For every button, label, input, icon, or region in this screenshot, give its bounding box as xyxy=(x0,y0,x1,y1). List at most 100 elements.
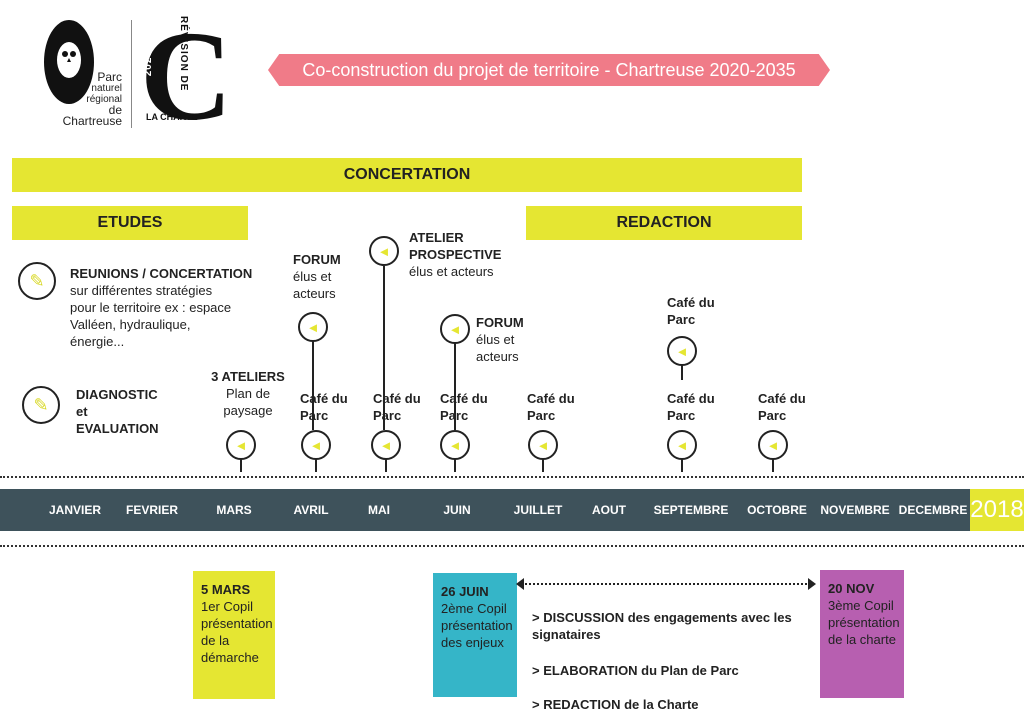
diagnostic-line-2: et xyxy=(76,404,88,419)
copil-2-line-2: présentation xyxy=(441,618,513,633)
logo-line-4: de Chartreuse xyxy=(62,103,122,128)
year-badge: 2018 xyxy=(970,489,1024,531)
timeline-dotted-line-top xyxy=(0,476,1024,478)
phase-etudes-label: ETUDES xyxy=(97,214,163,231)
pin-stem xyxy=(454,342,456,430)
step-redaction: > REDACTION de la Charte xyxy=(532,696,802,713)
month-decembre: DECEMBRE xyxy=(898,503,968,517)
phase-concertation: CONCERTATION xyxy=(12,158,802,192)
workshops-line-2: paysage xyxy=(223,403,273,418)
phase-etudes: ETUDES xyxy=(12,206,248,240)
park-logo-text: Parc naturel régional de Chartreuse xyxy=(58,71,122,128)
megaphone-icon: ◄ xyxy=(667,430,697,460)
step-elaboration: > ELABORATION du Plan de Parc xyxy=(532,662,802,679)
meetings-line-4: énergie... xyxy=(70,334,125,349)
charter-logo-revision: RÉVISION DE xyxy=(178,16,189,92)
cafe-title: Café du xyxy=(300,391,348,406)
megaphone-icon: ◄ xyxy=(758,430,788,460)
pin-stem xyxy=(383,266,385,430)
megaphone-icon: ◄ xyxy=(528,430,558,460)
month-juin: JUIN xyxy=(443,503,471,517)
pin-stem xyxy=(772,458,774,472)
step-discussion-line-1: > DISCUSSION des engagements avec les xyxy=(532,610,792,625)
phase-redaction-label: REDACTION xyxy=(616,214,712,231)
copil-1-line-4: démarche xyxy=(201,650,259,665)
megaphone-icon: ◄ xyxy=(440,314,470,344)
timeline-dotted-line-bottom xyxy=(0,545,1024,547)
month-avril: AVRIL xyxy=(293,503,329,517)
pin-stem xyxy=(454,458,456,472)
cafe-title: Café du xyxy=(527,391,575,406)
month-septembre: SEPTEMBRE xyxy=(653,503,729,517)
megaphone-icon: ◄ xyxy=(301,430,331,460)
cafe-title: Café du xyxy=(440,391,488,406)
pin-stem xyxy=(312,340,314,430)
month-fevrier: FEVRIER xyxy=(125,503,178,517)
copil-1-line-2: présentation xyxy=(201,616,273,631)
diagnostic-line-3: EVALUATION xyxy=(76,421,159,436)
cafe-title: Café du xyxy=(758,391,806,406)
prospective-subtitle: élus et acteurs xyxy=(409,264,494,279)
prospective-workshop-label: ATELIER PROSPECTIVE élus et acteurs xyxy=(409,229,519,280)
forum-2-line-1: élus et xyxy=(476,332,515,347)
step-redaction-text: > REDACTION de la Charte xyxy=(532,697,699,712)
pin-stem xyxy=(315,458,317,472)
meetings-line-1: sur différentes stratégies xyxy=(70,283,213,298)
megaphone-icon: ◄ xyxy=(226,430,256,460)
meetings-title: REUNIONS / CONCERTATION xyxy=(70,266,253,281)
copil-card-3: 20 NOV 3ème Copil présentation de la cha… xyxy=(820,570,904,698)
copil-1-date: 5 MARS xyxy=(201,582,251,597)
forum-1-line-2: acteurs xyxy=(293,286,336,301)
pin-stem xyxy=(681,364,683,380)
logo-separator xyxy=(131,20,132,128)
copil-3-date: 20 NOV xyxy=(828,581,875,596)
prospective-title-2: PROSPECTIVE xyxy=(409,247,502,262)
copil-1-line-1: 1er Copil xyxy=(201,599,254,614)
pin-stem xyxy=(385,458,387,472)
workshops-line-1: Plan de xyxy=(225,386,271,401)
cafe-title: Café du xyxy=(667,391,715,406)
month-mai: MAI xyxy=(368,503,390,517)
month-mars: MARS xyxy=(216,503,252,517)
cafe-label-juillet: Café du Parc xyxy=(527,390,587,424)
forum-1-label: FORUM élus et acteurs xyxy=(293,251,363,302)
copil-card-1: 5 MARS 1er Copil présentation de la déma… xyxy=(193,571,275,699)
forum-2-title: FORUM xyxy=(476,315,524,330)
copil-3-line-3: de la charte xyxy=(828,632,896,647)
phase-redaction: REDACTION xyxy=(526,206,802,240)
step-discussion-line-2: signataires xyxy=(532,627,601,642)
month-juillet: JUILLET xyxy=(513,503,563,517)
cafe-subtitle: Parc xyxy=(527,408,556,423)
page-title-ribbon: Co-construction du projet de territoire … xyxy=(268,54,830,86)
megaphone-icon: ◄ xyxy=(298,312,328,342)
pin-stem xyxy=(542,458,544,472)
workshops-title: 3 ATELIERS xyxy=(211,369,285,384)
meeting-document-icon: ✎ xyxy=(18,262,56,300)
copil-2-line-3: des enjeux xyxy=(441,635,504,650)
meetings-block: REUNIONS / CONCERTATION sur différentes … xyxy=(70,265,270,350)
forum-2-label: FORUM élus et acteurs xyxy=(476,314,546,365)
megaphone-icon: ◄ xyxy=(369,236,399,266)
meetings-line-3: Valléen, hydraulique, xyxy=(70,317,191,332)
copil-card-2: 26 JUIN 2ème Copil présentation des enje… xyxy=(433,573,517,697)
megaphone-icon: ◄ xyxy=(440,430,470,460)
cafe-subtitle: Parc xyxy=(373,408,402,423)
cafe-title: Café du xyxy=(667,295,715,310)
diagnostic-line-1: DIAGNOSTIC xyxy=(76,387,158,402)
phase-concertation-label: CONCERTATION xyxy=(343,166,471,183)
copil-2-line-1: 2ème Copil xyxy=(441,601,507,616)
logo-line-2: naturel xyxy=(91,83,122,94)
copil-3-line-1: 3ème Copil xyxy=(828,598,894,613)
diagnostic-block: DIAGNOSTIC et EVALUATION xyxy=(76,386,196,437)
charter-logo-years: 2020|2035 xyxy=(143,20,154,77)
step-elaboration-text: > ELABORATION du Plan de Parc xyxy=(532,663,739,678)
page-title: Co-construction du projet de territoire … xyxy=(302,59,796,80)
month-aout: AOUT xyxy=(592,503,626,517)
park-logo-owl-icon xyxy=(44,20,94,104)
charter-logo-letter: C xyxy=(140,5,233,147)
copil-2-date: 26 JUIN xyxy=(441,584,489,599)
logo-line-3: régional xyxy=(86,94,122,105)
